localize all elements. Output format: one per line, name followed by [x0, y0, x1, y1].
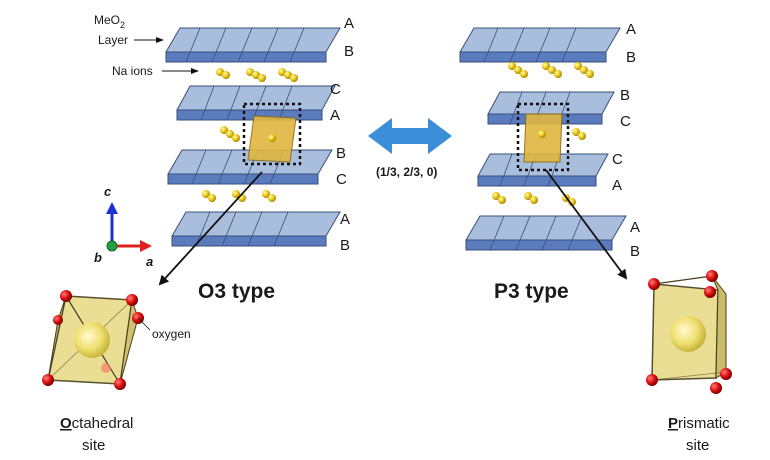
- p3-stacking-letters: A B B C C A A B: [612, 21, 640, 260]
- p3-stack-letter: B: [626, 49, 636, 66]
- a-axis-arrowhead: [140, 240, 152, 252]
- oxygen-atom: [646, 374, 658, 386]
- transition-arrow: (1/3, 2/3, 0): [368, 118, 452, 179]
- prismatic-rest: rismatic: [678, 415, 730, 432]
- oxygen-atom: [720, 368, 732, 380]
- oxygen-atom: [53, 315, 63, 325]
- oxygen-atom: [60, 290, 72, 302]
- meo2-subscript: 2: [120, 20, 125, 30]
- prismatic-na-sphere: [670, 316, 706, 352]
- o3-highlight-site: [242, 102, 302, 166]
- octahedral-initial: O: [60, 415, 72, 432]
- oxygen-pointer-line: [137, 317, 151, 331]
- p3-stack-letter: A: [626, 21, 636, 38]
- octahedral-rest: ctahedral: [72, 415, 134, 432]
- o3-stack-letter: A: [330, 107, 340, 124]
- oxygen-atom: [42, 374, 54, 386]
- meo2-label: MeO2: [94, 13, 125, 30]
- oxygen-atom: [114, 378, 126, 390]
- prismatic-caption-line1: Prismatic: [668, 415, 730, 432]
- o3-stack-letter: A: [344, 15, 354, 32]
- prismatic-caption-line2: site: [686, 437, 709, 454]
- shift-vector-label: (1/3, 2/3, 0): [376, 165, 437, 179]
- p3-layer-1: [459, 27, 621, 63]
- p3-stack: [459, 27, 627, 251]
- p3-stack-letter: A: [630, 219, 640, 236]
- oxygen-atom: [704, 286, 716, 298]
- o3-zoom-arrow: [158, 171, 263, 286]
- p3-title: P3 type: [494, 280, 569, 303]
- p3-layer-4: [465, 215, 627, 251]
- b-axis-dot: [106, 240, 118, 252]
- prismatic-site-model: [646, 270, 732, 394]
- oxygen-atom: [126, 294, 138, 306]
- double-arrow-icon: [368, 118, 452, 154]
- o3-stack-letter: C: [330, 81, 341, 98]
- o3-stack-letter: B: [336, 145, 346, 162]
- octahedral-na-sphere: [74, 322, 110, 358]
- oxygen-atom: [710, 382, 722, 394]
- axis-c-label: c: [104, 184, 112, 199]
- p3-stack-letter: C: [612, 151, 623, 168]
- p3-stack-letter: B: [620, 87, 630, 104]
- o3-stack: [165, 27, 341, 247]
- p3-stack-letter: A: [612, 177, 622, 194]
- oxygen-atom: [648, 278, 660, 290]
- octahedral-site-model: [42, 290, 144, 390]
- octahedral-caption-line2: site: [82, 437, 105, 454]
- p3-highlight-site: [516, 102, 570, 172]
- layer-label: Layer: [98, 33, 128, 47]
- o3-stack-letter: B: [340, 237, 350, 254]
- axis-b-label: b: [94, 250, 102, 265]
- p3-stack-letter: B: [630, 243, 640, 260]
- octahedral-caption-line1: Octahedral: [60, 415, 133, 432]
- oxygen-atom: [706, 270, 718, 282]
- o3-stack-letter: C: [336, 171, 347, 188]
- o3-na-ions: [202, 68, 298, 202]
- o3-layer-4: [171, 211, 341, 247]
- na-ions-label: Na ions: [112, 64, 153, 78]
- meo2-base: MeO: [94, 13, 120, 27]
- prismatic-initial: P: [668, 415, 678, 432]
- p3-layer-3: [477, 153, 609, 187]
- p3-na-ions: [492, 62, 594, 206]
- oxygen-label: oxygen: [152, 327, 191, 341]
- o3-layer-1: [165, 27, 341, 63]
- c-axis-arrowhead: [106, 202, 118, 214]
- o3-title: O3 type: [198, 280, 275, 303]
- layer-labels: MeO2 Layer Na ions: [94, 13, 199, 78]
- p3-zoom-arrow: [545, 169, 628, 280]
- o3-stack-letter: A: [340, 211, 350, 228]
- p3-stack-letter: C: [620, 113, 631, 130]
- axis-a-label: a: [146, 254, 153, 269]
- o3-stack-letter: B: [344, 43, 354, 60]
- axes-triad: c b a: [94, 184, 153, 269]
- o3-stacking-letters: A B C A B C A B: [330, 15, 354, 254]
